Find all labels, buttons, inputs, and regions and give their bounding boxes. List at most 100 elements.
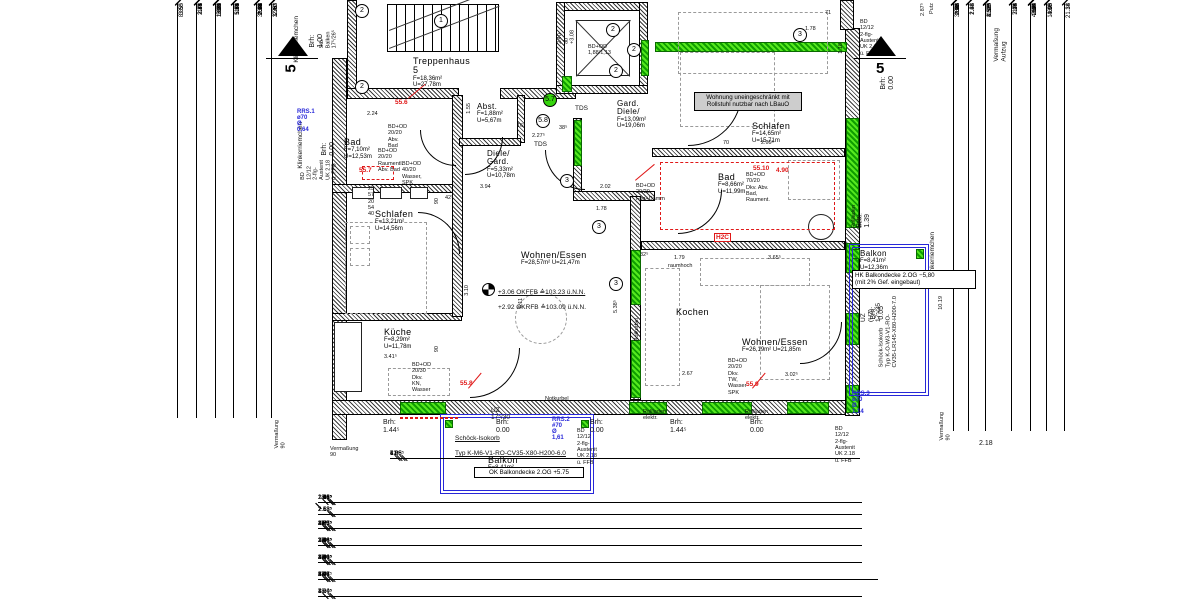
room-name: Diele/ Gard. [487,149,510,167]
dim-value: 18 [258,3,264,10]
door-swing-arc [420,130,456,166]
annotation-label: Brh: 0.00 [496,419,510,435]
wall-segment [840,0,854,30]
balcony-outline [440,414,594,494]
room-info: F=5,33m² U=10,78m [487,166,515,180]
room-info: F=7,10m² U=12,53m [344,147,372,161]
blue-drain-mark: RRS.1 ø70 Ø 0,64 [297,109,315,133]
wall-segment [573,191,655,201]
detail-circle-mark: 2 [355,4,369,18]
note-line: Typ K-O-W3-V1-RO- [885,314,892,368]
red-revision-mark: 4.90 [776,167,789,174]
wall-segment [517,95,525,143]
green-wall-segment [631,250,641,305]
annotation-label: 3.94 [480,184,491,190]
wall-segment [452,95,463,317]
annotation-label: TDS [575,105,588,112]
green-wall-segment [445,420,453,428]
annotation-label: 42⁵ [445,195,454,201]
room-name: Balkon [860,249,887,258]
red-revision-mark: 55.7 [359,167,372,174]
green-wall-segment [562,76,572,92]
annotation-label: Vermaßung 90 [274,420,287,449]
room-label: Abst.F=1,88m² U=5,67m [477,102,503,125]
red-revision-mark: 55.8 [460,380,473,387]
annotation-label: 3.41⁵ [384,354,397,360]
annotation-label: BD+OD 20/20 Fbg+Dämm [636,183,665,202]
annotation-label: Rollladen elektr. [643,409,666,422]
wall-segment [652,148,845,157]
annotation-label: BD+OD 20/30 Dkv. KN, Wasser [412,362,432,394]
green-wall-segment [655,42,847,52]
annotation-label: 3.10 [464,285,470,296]
fixture [334,322,362,392]
annotation-label: BD 12/12 2-flg-Austenit UK 2.18 ü. FFB [577,428,597,466]
balcony-outline [849,244,929,396]
fixture [352,187,374,199]
room-name: Wohnen/Essen [521,250,587,260]
room-info: F=13,09m² U=19,06m [617,116,647,130]
revision-zone [400,417,458,419]
annotation-label: Notkurbel [634,318,640,342]
red-revision-mark: H2C [714,233,732,242]
dim-value: 1.68⁵ [318,495,333,501]
furniture-outline [388,368,450,396]
wall-segment [332,313,462,321]
north-arrow-line [266,58,318,59]
green-wall-segment [631,340,641,398]
detail-circle-mark: 3 [793,28,807,42]
room-name: Gard. Diele/ [617,99,640,117]
annotation-label: Brh: 1.44⁵ [383,419,400,435]
dim-value: 18 [955,3,961,10]
room-name: Schlafen [752,121,791,131]
north-arrow-icon [278,36,308,56]
revision-zone [362,166,394,180]
annotation-label: 3.65⁵ [768,255,781,261]
stair-treads [387,4,499,52]
wall-segment [556,85,648,94]
annotation-label: UZ 17⁵/30 [491,407,510,422]
dim-value: 41⁵ [390,451,400,457]
note-balkondecke-hk: HK Balkondecke 2.OG −5,80 (mit 2% Gef. e… [852,270,976,289]
dim-value: 18 [1048,3,1054,10]
room-name: Schlafen [375,209,414,219]
annotation-label: 90 [434,198,440,205]
room-name: Bad [718,172,736,182]
annotation-label: Stb.-Balken 17⁵/26⁵ [319,30,338,49]
annotation-label: Brh: 0.00 [750,419,764,435]
room-name: Bad [344,137,362,147]
room-info: F=14,65m² U=15,71m [752,131,782,145]
door-swing-arc [470,348,520,398]
furniture-outline [350,248,370,266]
annotation-label: 2.67 [682,371,693,377]
note-line: Typ K-M6-V1-RO-CV35-X80-H200-6.0 [455,450,566,458]
room-info: F=1,88m² U=5,67m [477,111,503,124]
detail-circle-mark: 2 [609,64,623,78]
room-name: Balkon [488,455,518,465]
annotation-label: TDS [534,141,547,148]
green-wall-segment [641,40,649,76]
red-revision-mark: 55.9 [746,381,759,388]
north-arrow-icon [866,36,896,56]
room-info: F=26,19m² U=21,85m [742,347,801,354]
annotation-label: BD+OD 40/20 Wasser, SPK [402,161,422,186]
annotation-label: 1.55 [466,103,472,114]
annotation-label: 5.38⁵ [613,300,619,313]
fixture [410,187,428,199]
